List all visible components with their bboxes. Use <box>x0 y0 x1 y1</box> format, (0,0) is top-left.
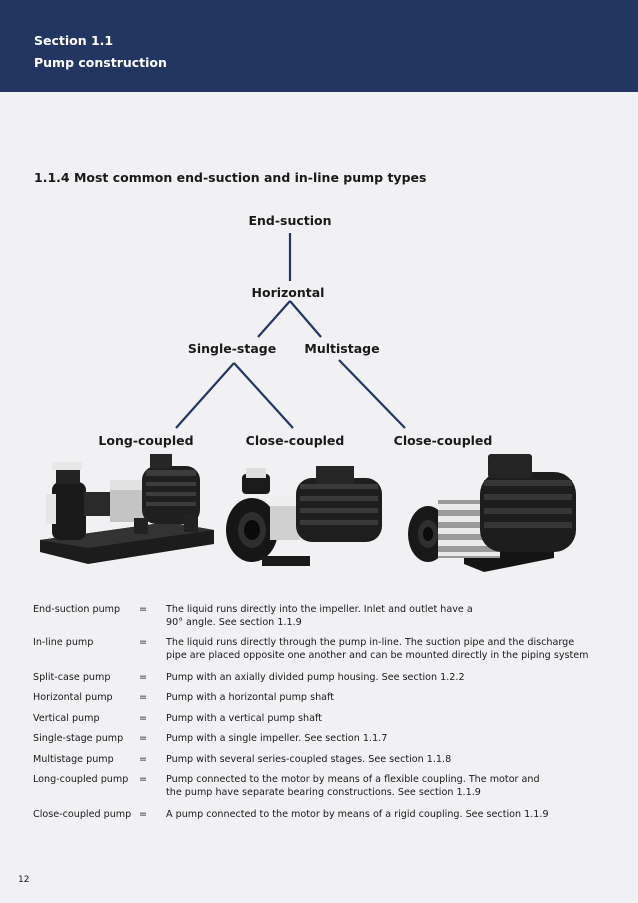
connector-multi-close <box>338 359 406 429</box>
definition-equals: = <box>139 637 148 648</box>
definition-row: Close-coupled pump = A pump connected to… <box>33 809 613 829</box>
definition-row: Split-case pump = Pump with an axially d… <box>33 672 613 692</box>
node-close-coupled-multi: Close-coupled <box>393 433 493 448</box>
definition-row: In-line pump = The liquid runs directly … <box>33 637 613 672</box>
definition-line: Pump with a horizontal pump shaft <box>166 692 334 703</box>
definition-term: Long-coupled pump <box>33 774 129 785</box>
definitions-list: End-suction pump = The liquid runs direc… <box>33 604 613 829</box>
connector-horizontal-single <box>257 300 291 338</box>
multistage-pump-image <box>408 454 576 572</box>
connector-horizontal-multi <box>289 300 322 338</box>
definition-row: Single-stage pump = Pump with a single i… <box>33 733 613 754</box>
definition-text: Pump with a single impeller. See section… <box>166 733 613 746</box>
section-title: Pump construction <box>34 55 167 70</box>
definition-line: Pump with several series-coupled stages.… <box>166 754 452 765</box>
definition-text: Pump connected to the motor by means of … <box>166 774 613 799</box>
subheading: 1.1.4 Most common end-suction and in-lin… <box>34 170 427 185</box>
definition-line: Pump connected to the motor by means of … <box>166 774 540 785</box>
section-header: Section 1.1 Pump construction <box>0 0 638 92</box>
definition-term: Vertical pump <box>33 713 100 724</box>
definition-text: Pump with a horizontal pump shaft <box>166 692 613 705</box>
node-multistage: Multistage <box>304 341 380 356</box>
definition-line: The liquid runs directly through the pum… <box>166 637 575 648</box>
definition-text: The liquid runs directly through the pum… <box>166 637 613 662</box>
definition-equals: = <box>139 733 148 744</box>
long-coupled-pump-image <box>40 454 214 564</box>
definition-equals: = <box>139 774 148 785</box>
section-number: Section 1.1 <box>34 33 114 48</box>
definition-equals: = <box>139 604 148 615</box>
definition-row: Horizontal pump = Pump with a horizontal… <box>33 692 613 713</box>
definition-term: Close-coupled pump <box>33 809 132 820</box>
connector-single-close <box>233 362 294 429</box>
definition-row: Multistage pump = Pump with several seri… <box>33 754 613 774</box>
definition-equals: = <box>139 692 148 703</box>
node-single-stage: Single-stage <box>187 341 277 356</box>
node-close-coupled-single: Close-coupled <box>245 433 345 448</box>
node-end-suction: End-suction <box>248 213 332 228</box>
definition-text: A pump connected to the motor by means o… <box>166 809 613 822</box>
definition-equals: = <box>139 754 148 765</box>
definition-row: End-suction pump = The liquid runs direc… <box>33 604 613 629</box>
definition-term: End-suction pump <box>33 604 121 615</box>
definition-line: The liquid runs directly into the impell… <box>166 604 473 615</box>
definition-row: Vertical pump = Pump with a vertical pum… <box>33 713 613 733</box>
definition-equals: = <box>139 713 148 724</box>
definition-line: Pump with a vertical pump shaft <box>166 713 322 724</box>
definition-term: Multistage pump <box>33 754 114 765</box>
definition-text: Pump with an axially divided pump housin… <box>166 672 613 685</box>
close-coupled-pump-image <box>226 466 382 566</box>
definition-term: Horizontal pump <box>33 692 113 703</box>
definition-line: pipe are placed opposite one another and… <box>166 649 589 661</box>
definition-line: Pump with a single impeller. See section… <box>166 733 388 744</box>
node-horizontal: Horizontal <box>251 285 325 300</box>
definition-line: 90° angle. See section 1.1.9 <box>166 616 302 628</box>
definition-text: The liquid runs directly into the impell… <box>166 604 613 629</box>
definition-line: Pump with an axially divided pump housin… <box>166 672 465 683</box>
definition-line: A pump connected to the motor by means o… <box>166 809 549 820</box>
definition-term: Single-stage pump <box>33 733 124 744</box>
page-number: 12 <box>18 875 30 885</box>
definition-line: the pump have separate bearing construct… <box>166 786 481 798</box>
definition-text: Pump with a vertical pump shaft <box>166 713 613 726</box>
definition-equals: = <box>139 809 148 820</box>
definition-term: In-line pump <box>33 637 94 648</box>
node-long-coupled: Long-coupled <box>98 433 194 448</box>
definition-row: Long-coupled pump = Pump connected to th… <box>33 774 613 809</box>
definition-term: Split-case pump <box>33 672 111 683</box>
connector-single-long <box>175 362 235 429</box>
definition-equals: = <box>139 672 148 683</box>
definition-text: Pump with several series-coupled stages.… <box>166 754 613 767</box>
